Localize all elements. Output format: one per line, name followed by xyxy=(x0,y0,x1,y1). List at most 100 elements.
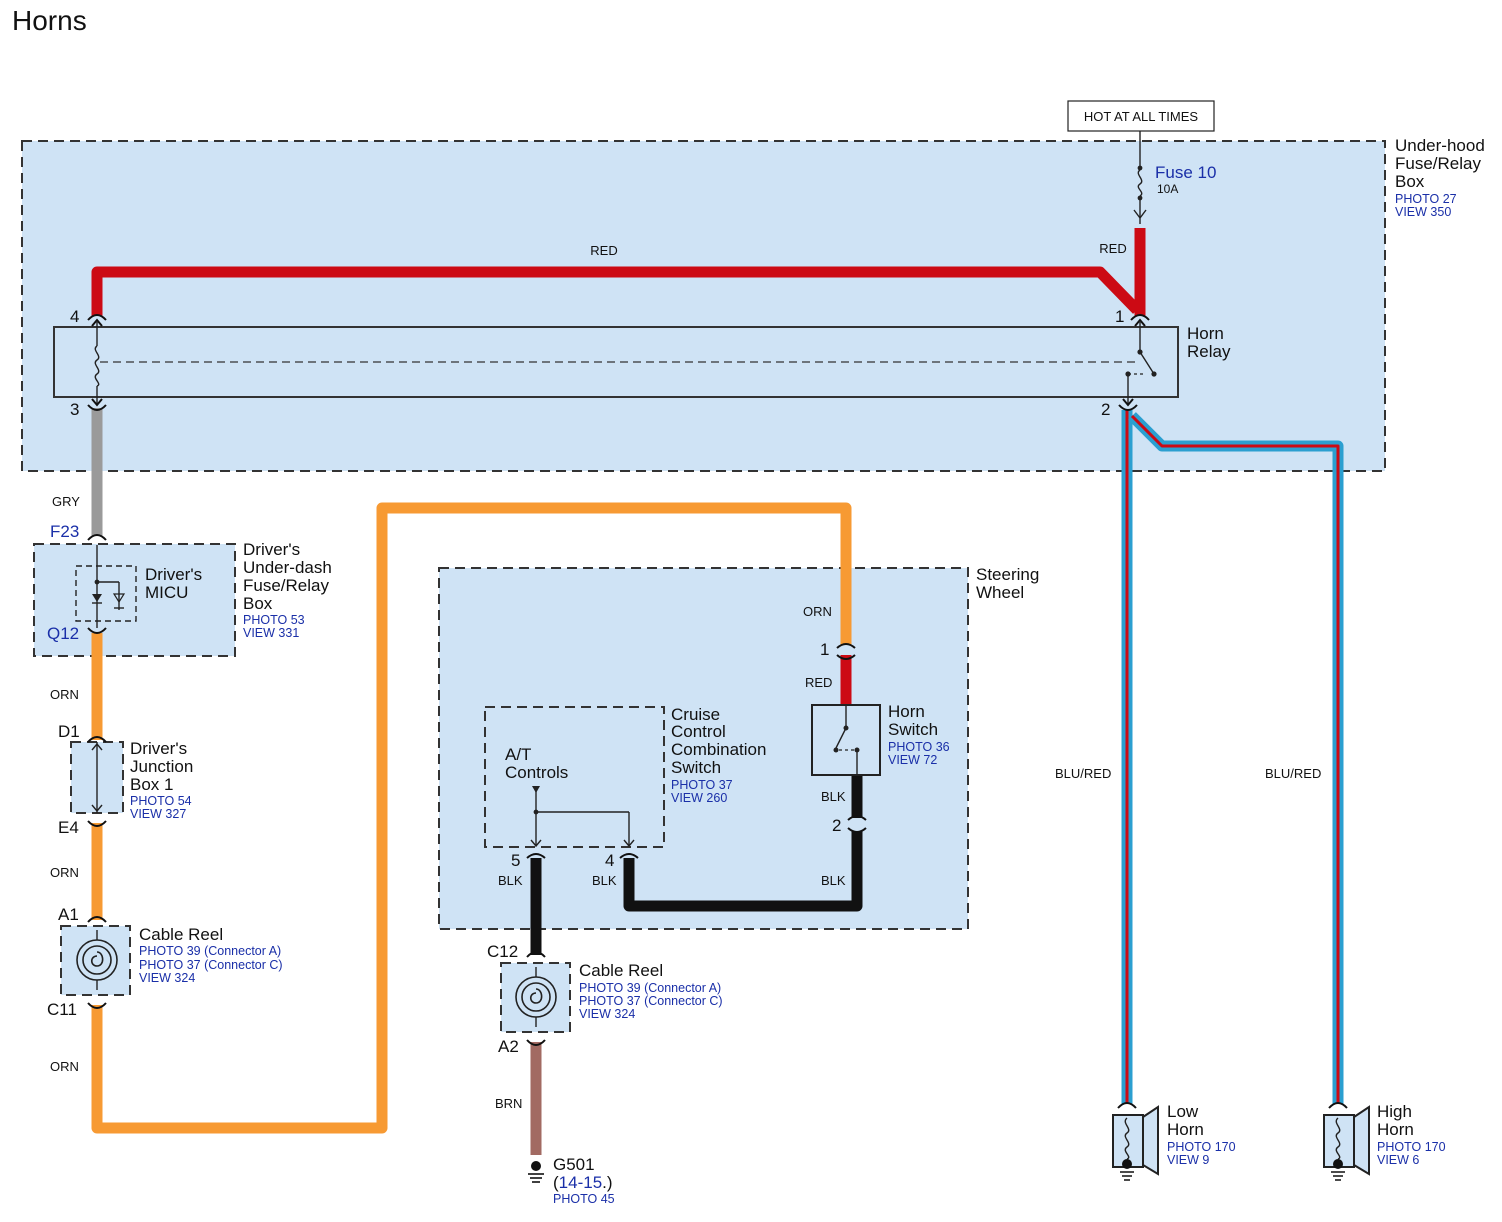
underdash-label-2: Under-dash xyxy=(243,558,332,577)
low-horn-label-1: Low xyxy=(1167,1102,1199,1121)
wire-label-blk-4: BLK xyxy=(592,873,617,888)
cable-reel-center-name: Cable Reel xyxy=(579,961,663,980)
connector-markers xyxy=(87,314,1348,1109)
horn-switch-pin-2: 2 xyxy=(832,816,841,835)
horn-switch-pin-1: 1 xyxy=(820,640,829,659)
wire-label-brn: BRN xyxy=(495,1096,522,1111)
svg-text:(14-15.): (14-15.) xyxy=(553,1173,613,1192)
junction-internal xyxy=(91,742,103,813)
underhood-label-2: Fuse/Relay xyxy=(1395,154,1481,173)
wire-red-relay-4 xyxy=(91,266,1141,316)
cruise-pin-4: 4 xyxy=(605,851,614,870)
wire-label-blk-switch: BLK xyxy=(821,789,846,804)
wire-label-orn-switch: ORN xyxy=(803,604,832,619)
wire-label-red-switch: RED xyxy=(805,675,832,690)
pin-e4: E4 xyxy=(58,818,79,837)
wire-label-red-top: RED xyxy=(590,243,617,258)
high-horn-label-2: Horn xyxy=(1377,1120,1414,1139)
cruise-control-box xyxy=(484,706,665,848)
pin-a2: A2 xyxy=(498,1037,519,1056)
fuse-10 xyxy=(1133,143,1147,224)
cable-reel-center-photo-c: PHOTO 37 (Connector C) xyxy=(579,994,723,1008)
horn-switch-label-1: Horn xyxy=(888,702,925,721)
ground-photo: PHOTO 45 xyxy=(553,1192,615,1206)
horn-switch-contact xyxy=(833,705,860,775)
underhood-photo: PHOTO 27 xyxy=(1395,192,1457,206)
cable-reel-left-name: Cable Reel xyxy=(139,925,223,944)
low-horn-view: VIEW 9 xyxy=(1167,1153,1209,1167)
underhood-view: VIEW 350 xyxy=(1395,205,1451,219)
relay-coil xyxy=(94,322,100,404)
junction-view: VIEW 327 xyxy=(130,807,186,821)
pin-c11: C11 xyxy=(47,1000,77,1019)
wire-label-orn-3: ORN xyxy=(50,1059,79,1074)
fuse-name: Fuse 10 xyxy=(1155,163,1216,182)
pin-q12: Q12 xyxy=(47,624,79,643)
cable-reel-left-box xyxy=(60,925,131,996)
high-horn-icon xyxy=(1323,1105,1370,1181)
underhood-label-1: Under-hood xyxy=(1395,136,1485,155)
relay-pin-2: 2 xyxy=(1101,400,1110,419)
at-controls-label-1: A/T xyxy=(505,745,531,764)
ground-page-close: .) xyxy=(602,1173,612,1192)
page-title: Horns xyxy=(12,5,87,36)
underdash-label-1: Driver's xyxy=(243,540,300,559)
cable-reel-center-icon xyxy=(515,967,557,1027)
cable-reel-left-view: VIEW 324 xyxy=(139,971,195,985)
pin-a1: A1 xyxy=(58,905,79,924)
low-horn-icon xyxy=(1112,1105,1159,1181)
hot-at-all-times-label: HOT AT ALL TIMES xyxy=(1084,109,1198,124)
horn-switch-label-2: Switch xyxy=(888,720,938,739)
wire-label-blk-5: BLK xyxy=(498,873,523,888)
wire-orn-loop xyxy=(91,502,852,1134)
fuse-rating: 10A xyxy=(1157,182,1178,196)
low-horn-label-2: Horn xyxy=(1167,1120,1204,1139)
ground-page-link[interactable]: 14-15 xyxy=(559,1173,602,1192)
high-horn-label-1: High xyxy=(1377,1102,1412,1121)
wire-label-gry: GRY xyxy=(52,494,80,509)
cruise-photo: PHOTO 37 xyxy=(671,778,733,792)
at-controls-label-2: Controls xyxy=(505,763,568,782)
horn-switch-view: VIEW 72 xyxy=(888,753,937,767)
junction-label-1: Driver's xyxy=(130,739,187,758)
cable-reel-left-photo-c: PHOTO 37 (Connector C) xyxy=(139,958,283,972)
ground-page-open: ( xyxy=(553,1173,559,1192)
wire-label-orn-2: ORN xyxy=(50,865,79,880)
wire-label-orn-1: ORN xyxy=(50,687,79,702)
pin-d1: D1 xyxy=(58,722,80,741)
ground-name: G501 xyxy=(553,1155,595,1174)
relay-label-1: Horn xyxy=(1187,324,1224,343)
cruise-label-2: Control xyxy=(671,722,726,741)
high-horn-view: VIEW 6 xyxy=(1377,1153,1419,1167)
cruise-label-3: Combination xyxy=(671,740,766,759)
wire-label-blk-bottom: BLK xyxy=(821,873,846,888)
junction-label-2: Junction xyxy=(130,757,193,776)
relay-switch-contact xyxy=(1125,322,1157,404)
cruise-label-1: Cruise xyxy=(671,705,720,724)
relay-pin-3: 3 xyxy=(70,400,79,419)
wire-label-blu-red-low: BLU/RED xyxy=(1055,766,1111,781)
cable-reel-left-icon xyxy=(76,930,118,990)
wire-blk-bottom xyxy=(623,831,863,912)
underdash-view: VIEW 331 xyxy=(243,626,299,640)
junction-label-3: Box 1 xyxy=(130,775,173,794)
cable-reel-left-photo-a: PHOTO 39 (Connector A) xyxy=(139,944,281,958)
cable-reel-center-photo-a: PHOTO 39 (Connector A) xyxy=(579,981,721,995)
cruise-pin-5: 5 xyxy=(511,851,520,870)
cable-reel-center-view: VIEW 324 xyxy=(579,1007,635,1021)
steering-label-1: Steering xyxy=(976,565,1039,584)
steering-label-2: Wheel xyxy=(976,583,1024,602)
pin-f23: F23 xyxy=(50,522,79,541)
under-dash-fuse-relay-box xyxy=(33,543,236,657)
ground-g501-icon xyxy=(528,1161,544,1183)
cruise-view: VIEW 260 xyxy=(671,791,727,805)
pin-c12: C12 xyxy=(487,942,518,961)
relay-pin-1: 1 xyxy=(1115,307,1124,326)
wire-label-red-fuse: RED xyxy=(1099,241,1126,256)
underhood-fuse-relay-box xyxy=(21,140,1386,472)
underdash-photo: PHOTO 53 xyxy=(243,613,305,627)
underhood-label-3: Box xyxy=(1395,172,1425,191)
cruise-label-4: Switch xyxy=(671,758,721,777)
wire-blu-red-high xyxy=(1128,412,1344,1104)
